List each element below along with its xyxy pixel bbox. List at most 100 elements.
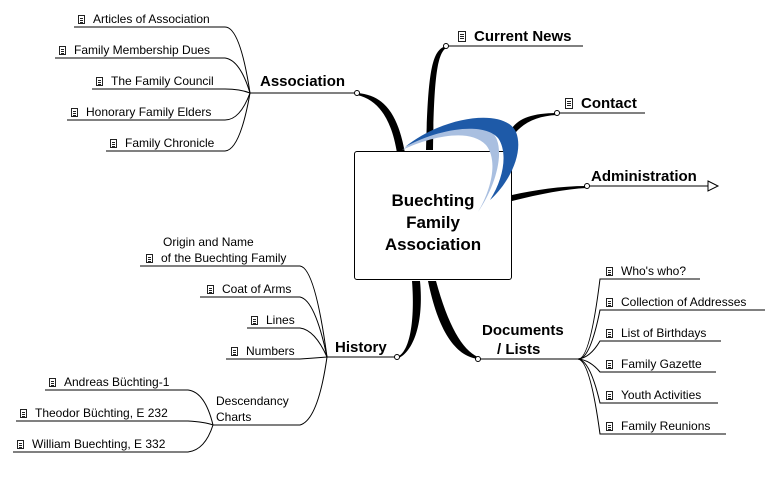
topic-descendancy-line-1[interactable]: Descendancy [216, 394, 289, 408]
central-topic-title: Buechting Family Association [355, 190, 511, 256]
topic-label: Current News [474, 28, 572, 45]
leaf-articles-of-association[interactable]: Articles of Association [78, 12, 210, 26]
connector-andreas [45, 389, 214, 426]
connector-articles [74, 26, 251, 94]
document-icon [231, 347, 238, 356]
document-icon [606, 360, 613, 369]
topic-association[interactable]: Association [260, 73, 346, 90]
document-icon [110, 139, 117, 148]
document-icon [71, 108, 78, 117]
topic-current-news[interactable]: Current News [458, 28, 572, 45]
topic-documents-line-2[interactable]: / Lists [497, 341, 541, 358]
central-topic-line-3: Association [384, 235, 482, 254]
connector-descendancy [213, 356, 328, 426]
leaf-label: Numbers [246, 344, 295, 358]
topic-administration[interactable]: Administration [591, 168, 697, 185]
leaf-family-council[interactable]: The Family Council [96, 74, 214, 88]
topic-contact[interactable]: Contact [565, 95, 637, 112]
document-icon [49, 378, 56, 387]
branch-history [397, 281, 421, 359]
leaf-honorary-family-elders[interactable]: Honorary Family Elders [71, 105, 211, 119]
node-contact [554, 110, 560, 116]
connector-origin [140, 265, 328, 358]
leaf-label: Youth Activities [621, 388, 702, 402]
document-icon [565, 98, 573, 109]
leaf-label: William Buechting, E 332 [32, 437, 166, 451]
connector-lines [247, 327, 328, 358]
document-icon [59, 46, 66, 55]
leaf-family-gazette[interactable]: Family Gazette [606, 357, 702, 371]
leaf-label: Family Gazette [621, 357, 702, 371]
topic-documents-line-1[interactable]: Documents [482, 322, 564, 339]
central-topic[interactable]: Buechting Family Association [354, 151, 512, 280]
topic-history[interactable]: History [335, 339, 387, 356]
leaf-origin-line-1[interactable]: Origin and Name [163, 235, 254, 249]
connector-reunions [577, 358, 726, 435]
leaf-label: Who's who? [621, 264, 686, 278]
document-icon [458, 31, 466, 42]
leaf-list-of-birthdays[interactable]: List of Birthdays [606, 326, 706, 340]
topic-descendancy-line-2[interactable]: Charts [216, 410, 252, 424]
leaf-lines[interactable]: Lines [251, 313, 295, 327]
document-icon [20, 409, 27, 418]
leaf-origin-and-name[interactable]: of the Buechting Family [146, 251, 286, 265]
branch-contact [510, 113, 557, 140]
node-admin [584, 183, 590, 189]
connector-chronicle [106, 92, 251, 152]
leaf-andreas-buechting[interactable]: Andreas Büchting-1 [49, 375, 169, 389]
branch-administration [512, 186, 587, 201]
leaf-label: Andreas Büchting-1 [64, 375, 170, 389]
leaf-label: Collection of Addresses [621, 295, 747, 309]
leaf-label: of the Buechting Family [161, 251, 287, 265]
topic-label: Contact [581, 95, 637, 112]
document-icon [606, 422, 613, 431]
leaf-label: Family Membership Dues [74, 43, 211, 57]
leaf-label: Articles of Association [93, 12, 210, 26]
node-news [443, 43, 449, 49]
leaf-numbers[interactable]: Numbers [231, 344, 295, 358]
leaf-family-reunions[interactable]: Family Reunions [606, 419, 710, 433]
document-icon [251, 316, 258, 325]
document-icon [78, 15, 85, 24]
leaf-coat-of-arms[interactable]: Coat of Arms [207, 282, 291, 296]
central-topic-line-2: Family [406, 213, 460, 232]
leaf-theodor-buechting[interactable]: Theodor Büchting, E 232 [20, 406, 168, 420]
leaf-label: List of Birthdays [621, 326, 707, 340]
leaf-family-membership-dues[interactable]: Family Membership Dues [59, 43, 210, 57]
document-icon [207, 285, 214, 294]
node-history [394, 354, 400, 360]
document-icon [146, 254, 153, 263]
document-icon [606, 329, 613, 338]
leaf-label: Coat of Arms [222, 282, 292, 296]
branch-documents [428, 281, 478, 359]
connector-theodor [16, 420, 214, 426]
branch-association [357, 93, 405, 153]
document-icon [606, 267, 613, 276]
leaf-family-chronicle[interactable]: Family Chronicle [110, 136, 214, 150]
connector-birthdays [577, 340, 721, 360]
node-association [354, 90, 360, 96]
leaf-label: Lines [266, 313, 295, 327]
connector-william [13, 424, 214, 453]
connector-numbers [226, 356, 328, 360]
connector-membership [55, 57, 251, 94]
connector-council [92, 88, 251, 94]
leaf-collection-of-addresses[interactable]: Collection of Addresses [606, 295, 746, 309]
leaf-label: Family Chronicle [125, 136, 215, 150]
leaf-youth-activities[interactable]: Youth Activities [606, 388, 701, 402]
node-documents [475, 356, 481, 362]
leaf-whos-who[interactable]: Who's who? [606, 264, 686, 278]
connector-who [577, 278, 700, 360]
leaf-label: Honorary Family Elders [86, 105, 212, 119]
branch-current-news [426, 46, 446, 150]
leaf-william-buechting[interactable]: William Buechting, E 332 [17, 437, 165, 451]
document-icon [17, 440, 24, 449]
document-icon [96, 77, 103, 86]
central-topic-line-1: Buechting [391, 191, 475, 210]
leaf-label: Theodor Büchting, E 232 [35, 406, 168, 420]
leaf-label: The Family Council [111, 74, 214, 88]
expand-arrow-icon [707, 180, 720, 192]
connector-coat [200, 296, 328, 358]
connector-elders [67, 92, 251, 121]
leaf-label: Family Reunions [621, 419, 711, 433]
